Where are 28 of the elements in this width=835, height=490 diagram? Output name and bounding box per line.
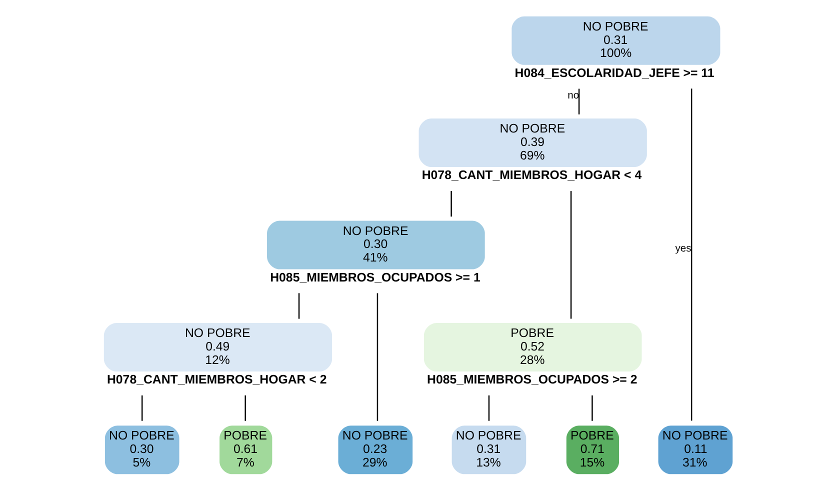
node-box: NO POBRE 0.31 100% [511,16,720,65]
node-box: NO POBRE 0.30 5% [104,426,179,474]
connector [244,395,246,421]
node-box: NO POBRE 0.11 31% [658,426,732,474]
connector [376,293,378,421]
node-box: NO POBRE 0.23 29% [338,426,412,474]
node-box: POBRE 0.52 28% [423,322,642,372]
connector [578,88,580,114]
node-label: H078_CANT_MIEMBROS_HOGAR < 4 [421,168,642,182]
connector [570,191,572,319]
node-box: NO POBRE 0.30 41% [266,220,484,270]
node-label: H084_ESCOLARIDAD_JEFE >= 11 [514,66,714,80]
connector [450,190,452,217]
connector [140,395,142,421]
node-label: H085_MIEMBROS_OCUPADOS >= 2 [426,372,637,386]
node-box: NO POBRE 0.49 12% [103,322,332,372]
node-box: POBRE 0.61 7% [219,426,272,474]
connector [690,88,692,421]
node-box: NO POBRE 0.31 13% [451,426,526,474]
node-box: POBRE 0.71 15% [566,426,619,474]
connector [591,395,592,421]
connector [488,395,490,421]
connector [298,293,300,319]
edge-label: no [567,90,579,102]
edge-label: yes [674,244,691,255]
node-box: NO POBRE 0.39 69% [418,118,646,168]
node-label: H078_CANT_MIEMBROS_HOGAR < 2 [106,372,326,386]
node-label: H085_MIEMBROS_OCUPADOS >= 1 [270,270,480,284]
